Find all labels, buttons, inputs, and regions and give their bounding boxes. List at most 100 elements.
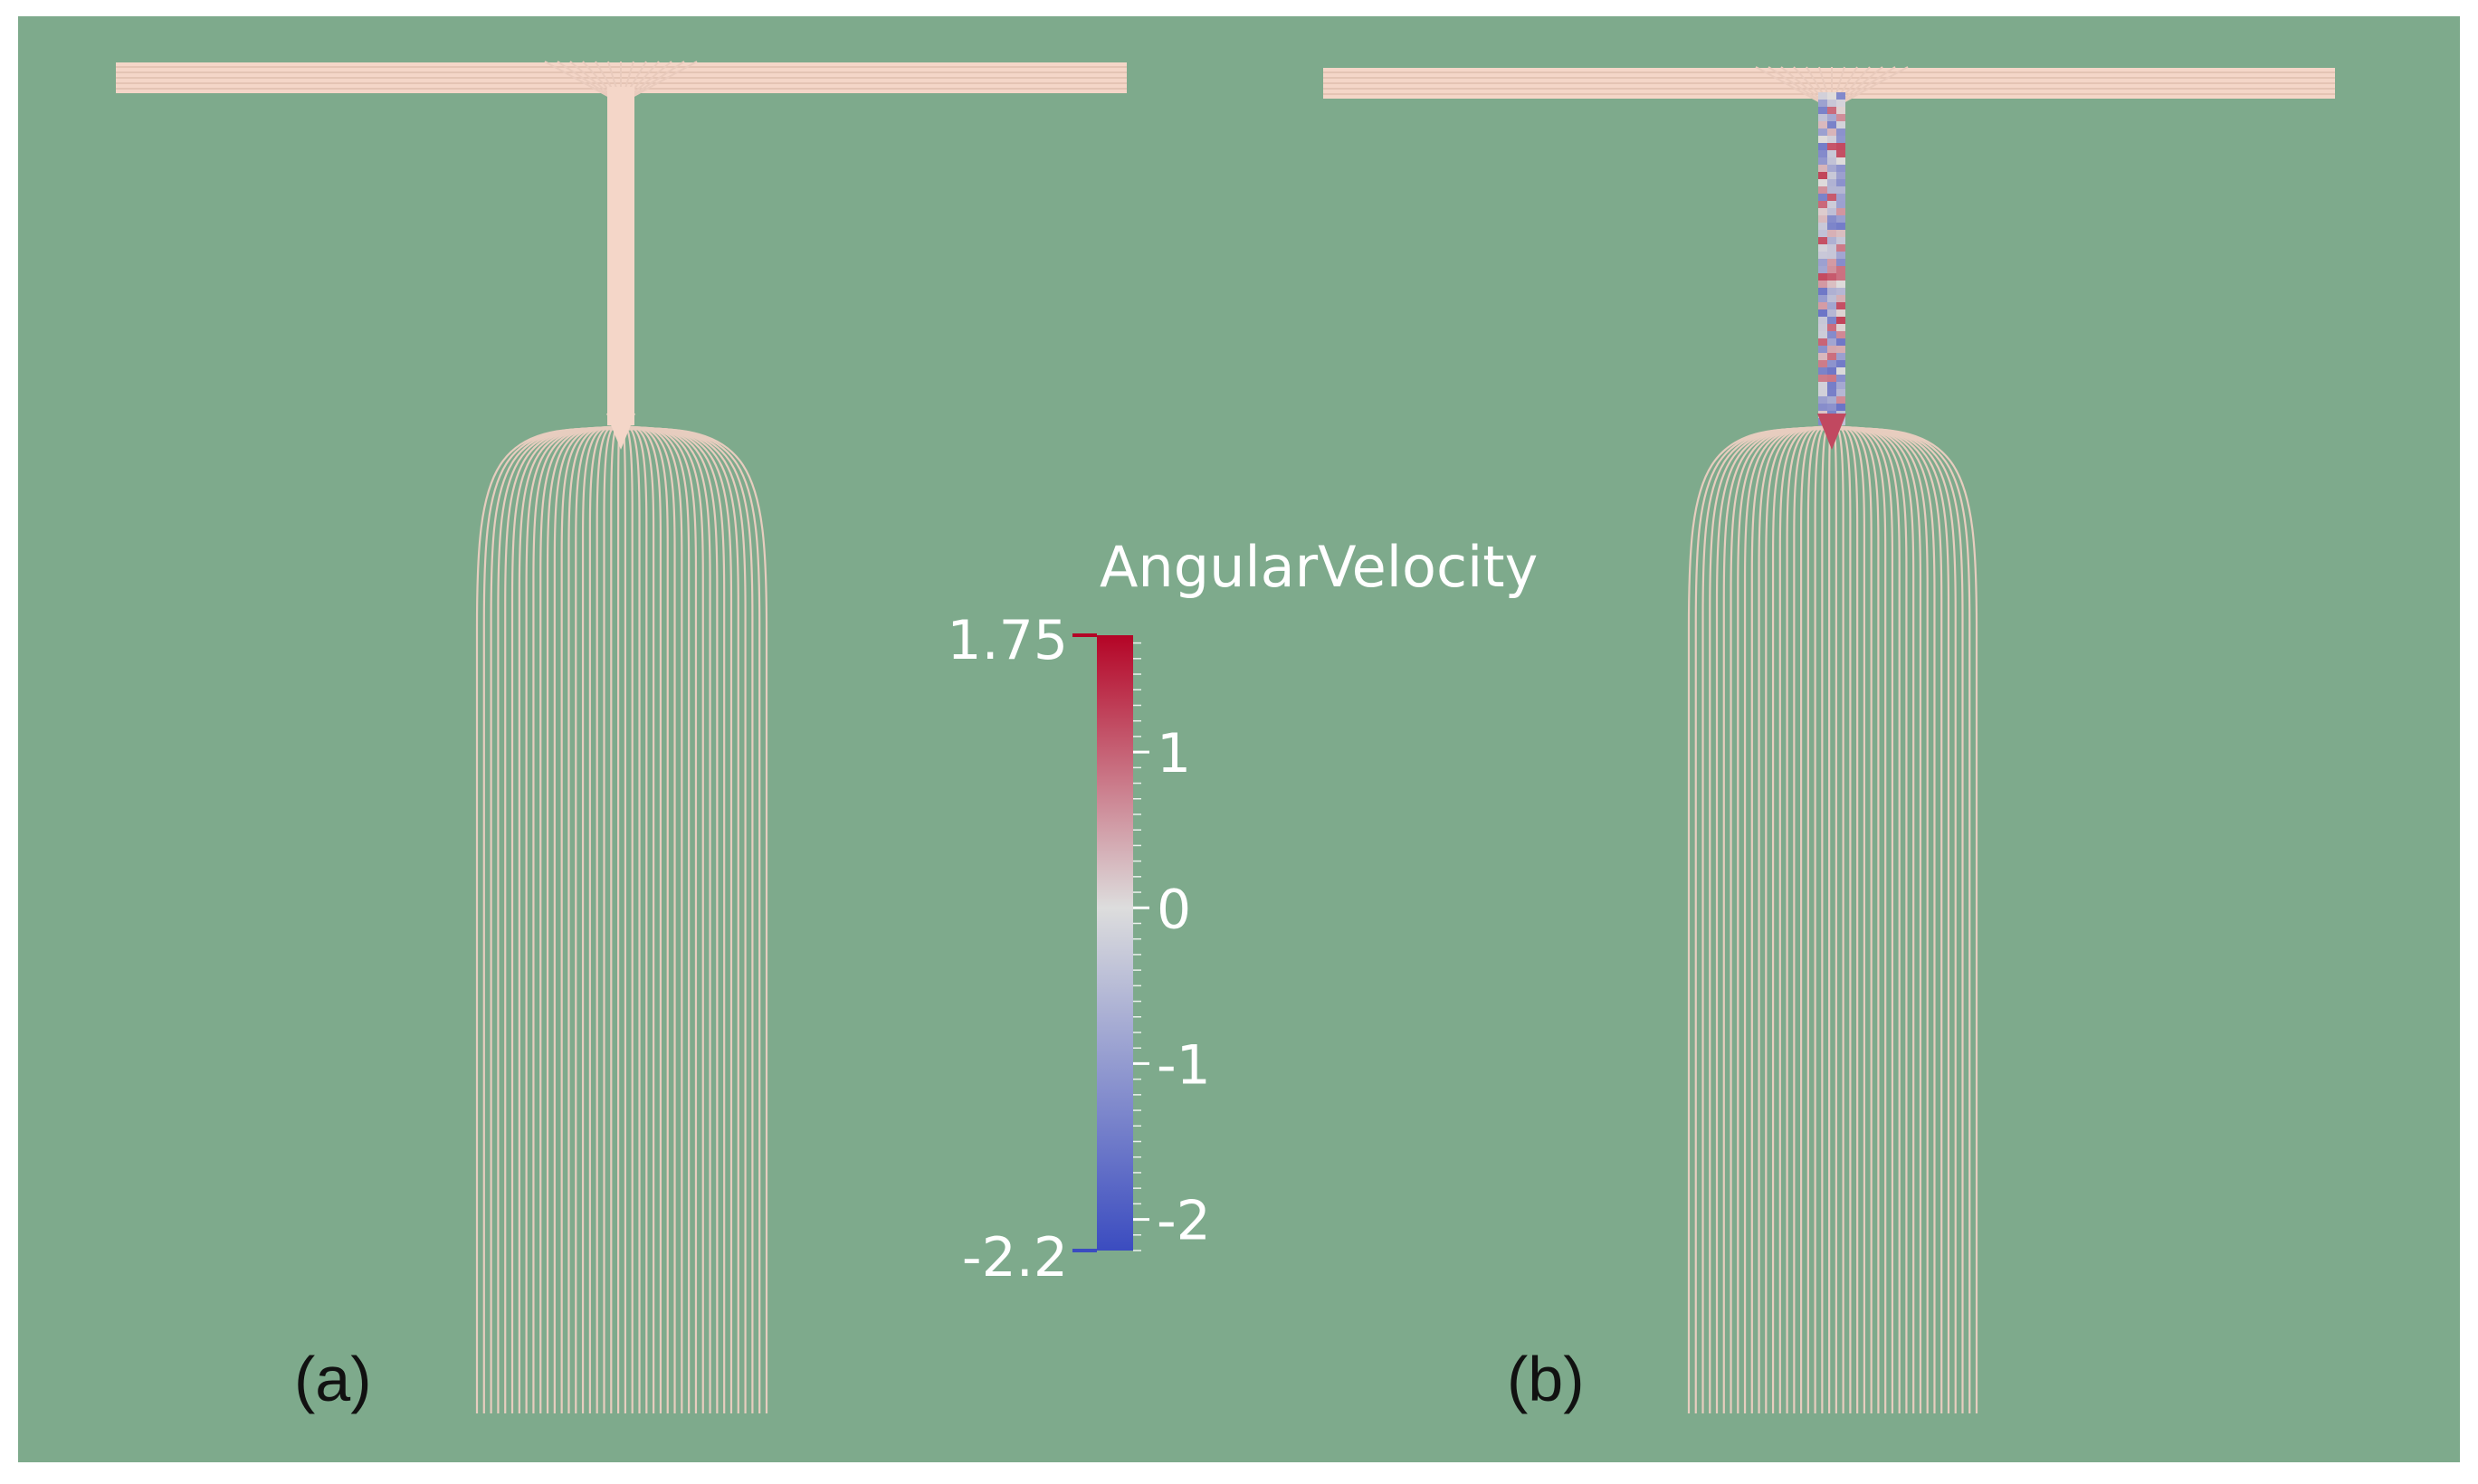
colorbar-gradient [1097,635,1133,1251]
b-vorticity-cell [1836,324,1845,331]
b-vorticity-cell [1836,121,1845,128]
b-vorticity-cell [1827,324,1836,331]
b-vorticity-cell [1818,237,1827,244]
b-vorticity-cell [1836,360,1845,367]
b-vorticity-cell [1827,360,1836,367]
b-vorticity-cell [1836,389,1845,396]
b-vorticity-cell [1818,360,1827,367]
b-vorticity-cell [1836,165,1845,172]
b-vorticity-cell [1836,215,1845,223]
b-vorticity-cell [1818,121,1827,128]
b-vorticity-cell [1836,150,1845,157]
b-vorticity-cell [1827,107,1836,114]
b-vorticity-cell [1836,317,1845,324]
colorbar-title: AngularVelocity [1100,534,1538,600]
b-vorticity-cell [1818,100,1827,107]
b-vorticity-cell [1827,201,1836,208]
b-vorticity-cell [1836,375,1845,382]
b-vorticity-cell [1827,338,1836,346]
b-vorticity-cell [1827,194,1836,201]
plot-background [18,16,2460,1462]
b-vorticity-cell [1827,165,1836,172]
b-vorticity-cell [1818,302,1827,309]
b-vorticity-cell [1818,150,1827,157]
b-vorticity-cell [1818,143,1827,150]
b-vorticity-cell [1818,252,1827,259]
b-vorticity-cell [1818,215,1827,223]
b-vorticity-cell [1827,273,1836,281]
b-vorticity-cell [1827,114,1836,121]
b-vorticity-cell [1827,244,1836,252]
b-vorticity-cell [1827,223,1836,230]
b-vorticity-cell [1827,396,1836,404]
b-vorticity-cell [1827,215,1836,223]
b-vorticity-cell [1818,92,1827,100]
b-vorticity-cell [1836,382,1845,389]
b-vorticity-cell [1827,331,1836,338]
b-vorticity-cell [1827,375,1836,382]
b-vorticity-cell [1818,382,1827,389]
colorbar-tick-label: 0 [1157,878,1191,941]
b-vorticity-cell [1836,186,1845,194]
b-vorticity-cell [1836,396,1845,404]
b-vorticity-cell [1827,92,1836,100]
b-vorticity-cell [1827,367,1836,375]
b-vorticity-cell [1836,172,1845,179]
b-vorticity-cell [1818,201,1827,208]
b-vorticity-cell [1818,331,1827,338]
b-vorticity-cell [1827,136,1836,143]
b-streamline [1831,427,1978,1413]
b-vorticity-cell [1818,244,1827,252]
panel-b-streamline-bundle [1687,414,1978,1413]
a-apex [606,414,635,450]
b-vorticity-cell [1818,259,1827,266]
b-vorticity-cell [1836,338,1845,346]
b-vorticity-cell [1827,179,1836,186]
b-vorticity-cell [1836,194,1845,201]
a-vertical-channel-fill [607,87,634,425]
b-vorticity-cell [1818,389,1827,396]
b-vorticity-cell [1818,223,1827,230]
b-vorticity-cell [1818,114,1827,121]
b-vorticity-cell [1836,143,1845,150]
a-streamline [620,427,768,1413]
b-vorticity-cell [1836,136,1845,143]
b-vorticity-cell [1818,346,1827,353]
colorbar-tick-labels: 10-1-2 [1133,722,1211,1253]
b-vorticity-cell [1827,100,1836,107]
b-vorticity-cell [1827,266,1836,273]
b-vorticity-cell [1827,259,1836,266]
b-vorticity-cell [1818,230,1827,237]
b-vorticity-cell [1827,295,1836,302]
b-vorticity-cell [1827,237,1836,244]
b-vorticity-cell [1836,404,1845,411]
b-vorticity-cell [1827,252,1836,259]
b-vorticity-cell [1818,186,1827,194]
b-vorticity-cell [1818,324,1827,331]
b-vorticity-cell [1836,273,1845,281]
b-vorticity-cell [1827,230,1836,237]
b-vorticity-cell [1827,208,1836,215]
b-vorticity-cell [1836,281,1845,288]
b-vorticity-cell [1836,201,1845,208]
b-vorticity-cell [1836,237,1845,244]
b-vorticity-cell [1836,223,1845,230]
b-vorticity-cell [1827,309,1836,317]
colorbar-tick-label: -1 [1157,1033,1211,1097]
b-vorticity-cell [1827,302,1836,309]
b-vorticity-cell [1818,165,1827,172]
b-vorticity-cell [1818,266,1827,273]
b-vorticity-cell [1836,230,1845,237]
b-vorticity-cell [1827,186,1836,194]
b-vorticity-cell [1818,295,1827,302]
panel-a-streamline-bundle [475,414,768,1413]
b-vorticity-cell [1836,157,1845,165]
b-vorticity-cell [1836,295,1845,302]
b-vorticity-cell [1818,281,1827,288]
panel-a-label: (a) [294,1344,372,1414]
panel-b-label: (b) [1507,1344,1585,1414]
colorbar-minor-ticks [1133,642,1141,1251]
b-vorticity-cell [1818,172,1827,179]
b-vorticity-cell [1827,281,1836,288]
